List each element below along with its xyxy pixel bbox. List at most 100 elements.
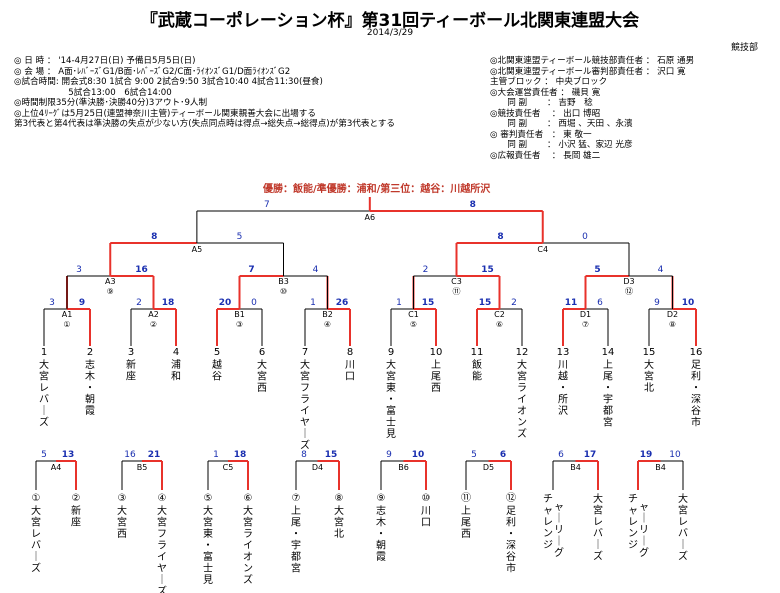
score: 5 <box>41 450 47 460</box>
team-seed: 4 <box>173 347 179 358</box>
team-name-char: 大 <box>257 358 267 371</box>
team-name-char: ｜ <box>639 513 649 525</box>
team-name-char: 富 <box>386 404 396 417</box>
team-name-char: バ <box>39 394 49 406</box>
score: 10 <box>669 450 681 460</box>
team-name-char: 宮 <box>593 504 603 517</box>
team-name-char: 大 <box>517 358 527 371</box>
score: 4 <box>313 265 319 275</box>
team-name-char: グ <box>639 546 649 559</box>
team-name-char: ン <box>628 529 638 540</box>
team-seed: 1 <box>41 347 47 358</box>
page-title: 『武蔵コーポレーション杯』第31回ティーボール北関東連盟大会 <box>140 11 640 31</box>
team-name-char: 大 <box>39 358 49 371</box>
score: 2 <box>511 298 517 308</box>
score: 1 <box>310 298 316 308</box>
team-name-char: ャ <box>639 502 649 513</box>
info-line: ◎ 日 時 ： '14-4月27日(日) 予備日5月5日(日) <box>14 56 196 66</box>
team-name: 大宮東・富士見 <box>203 504 213 586</box>
team-name-char: ズ <box>300 439 310 452</box>
team-name-char: イ <box>243 541 253 552</box>
score: 3 <box>49 298 55 308</box>
match-number: ⑨ <box>107 287 114 296</box>
team-seed: 16 <box>690 347 703 358</box>
team-name-char: ズ <box>243 573 253 586</box>
team-name: 大宮西 <box>257 358 267 394</box>
match-label: C2 <box>494 310 505 319</box>
team-name-char: 川 <box>345 360 355 371</box>
score: 7 <box>248 265 254 275</box>
team-name: 飯能 <box>472 358 482 383</box>
team-name-char: フ <box>300 383 310 394</box>
score: 5 <box>237 232 243 242</box>
match-label: B4 <box>655 463 666 472</box>
score: 21 <box>148 450 161 460</box>
team-seed: 12 <box>516 347 529 358</box>
score: 17 <box>584 450 597 460</box>
team-name-char: ｜ <box>678 539 688 551</box>
team-name-char: レ <box>593 517 603 528</box>
team-name: 志木・朝霞 <box>85 358 95 417</box>
team-name-char: レ <box>628 517 638 528</box>
match-label: A5 <box>192 245 203 254</box>
team-name: 浦和 <box>171 358 181 383</box>
match-number: ⑥ <box>496 320 503 329</box>
team-name-char: ン <box>517 418 527 429</box>
team-name-char: 西 <box>461 529 471 540</box>
match-number: ⑤ <box>410 320 417 329</box>
match-label: A2 <box>148 310 159 319</box>
team-name-char: 大 <box>386 358 396 371</box>
team-name-char: ラ <box>517 382 527 394</box>
team-seed: ③ <box>118 493 127 504</box>
team-name-char: ャ <box>554 502 564 513</box>
team-name-char: 新 <box>71 504 81 517</box>
team-seed: 14 <box>602 347 615 358</box>
team-name-char: ・ <box>558 383 568 394</box>
team-name-char: レ <box>543 517 553 528</box>
team-name-char: ｜ <box>157 574 167 586</box>
team-name-char: 大 <box>31 504 41 517</box>
match-label: A1 <box>62 310 73 319</box>
team-name-char: 木 <box>376 517 386 529</box>
team-name-char: 宮 <box>644 370 654 383</box>
team-name-char: 座 <box>126 370 136 383</box>
team-name-char: 朝 <box>376 540 386 552</box>
team-name-char: 市 <box>506 562 516 575</box>
team-name-char: 大 <box>203 504 213 517</box>
team-name: ャ｜リ｜グ <box>639 502 649 559</box>
team-name-char: 朝 <box>85 394 95 406</box>
team-name: 新座 <box>126 358 136 383</box>
staff-line: ◎広報責任者 ： 長岡 雄二 <box>490 150 601 161</box>
team-seed: 7 <box>302 347 308 358</box>
team-name-char: 川 <box>421 506 431 517</box>
team-name: 川越・所沢 <box>558 360 568 417</box>
team-name-char: リ <box>554 525 564 536</box>
score: 9 <box>79 298 85 308</box>
team-name-char: ・ <box>691 383 701 394</box>
team-name-char: 大 <box>117 504 127 517</box>
match-label: C1 <box>408 310 419 319</box>
team-name-char: バ <box>31 540 41 552</box>
score: 6 <box>500 450 506 460</box>
team-name-char: 富 <box>203 550 213 563</box>
team-name-char: イ <box>300 406 310 417</box>
team-name-char: 深 <box>506 540 516 552</box>
team-name: 大宮北 <box>644 358 654 394</box>
team-name-char: 都 <box>291 551 301 563</box>
score: 16 <box>124 450 136 460</box>
team-name-char: 北 <box>644 382 654 394</box>
info-line: 5試合13:00 6試合14:00 <box>14 87 172 98</box>
team-name-char: レ <box>678 517 688 528</box>
team-name-char: 志 <box>376 504 386 517</box>
match-label: D1 <box>580 310 591 319</box>
match-number: ⑩ <box>280 287 287 296</box>
team-name-char: 尾 <box>431 371 441 383</box>
info-line: ◎ 会 場 ： A面･ﾚﾊﾞｰｽﾞG1/B面･ﾚﾊﾞｰｽﾞG2/C面･ﾗｲｵﾝｽ… <box>14 66 291 77</box>
team-name-char: 霞 <box>85 405 95 417</box>
team-name: 越谷 <box>212 358 222 383</box>
